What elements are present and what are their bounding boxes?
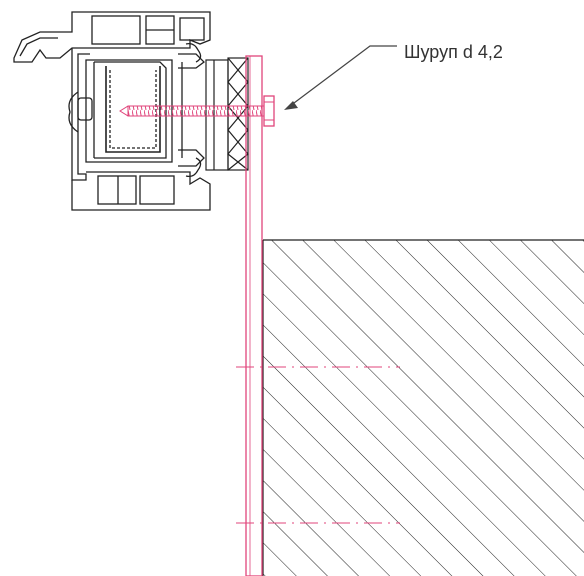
screw (119, 95, 275, 127)
centre-lines (236, 366, 400, 524)
fastening-plate (245, 55, 263, 576)
callout-leader (289, 45, 397, 107)
arrow-icon (284, 101, 298, 110)
wall-section (262, 239, 584, 576)
callout-label: Шуруп d 4,2 (404, 42, 503, 62)
